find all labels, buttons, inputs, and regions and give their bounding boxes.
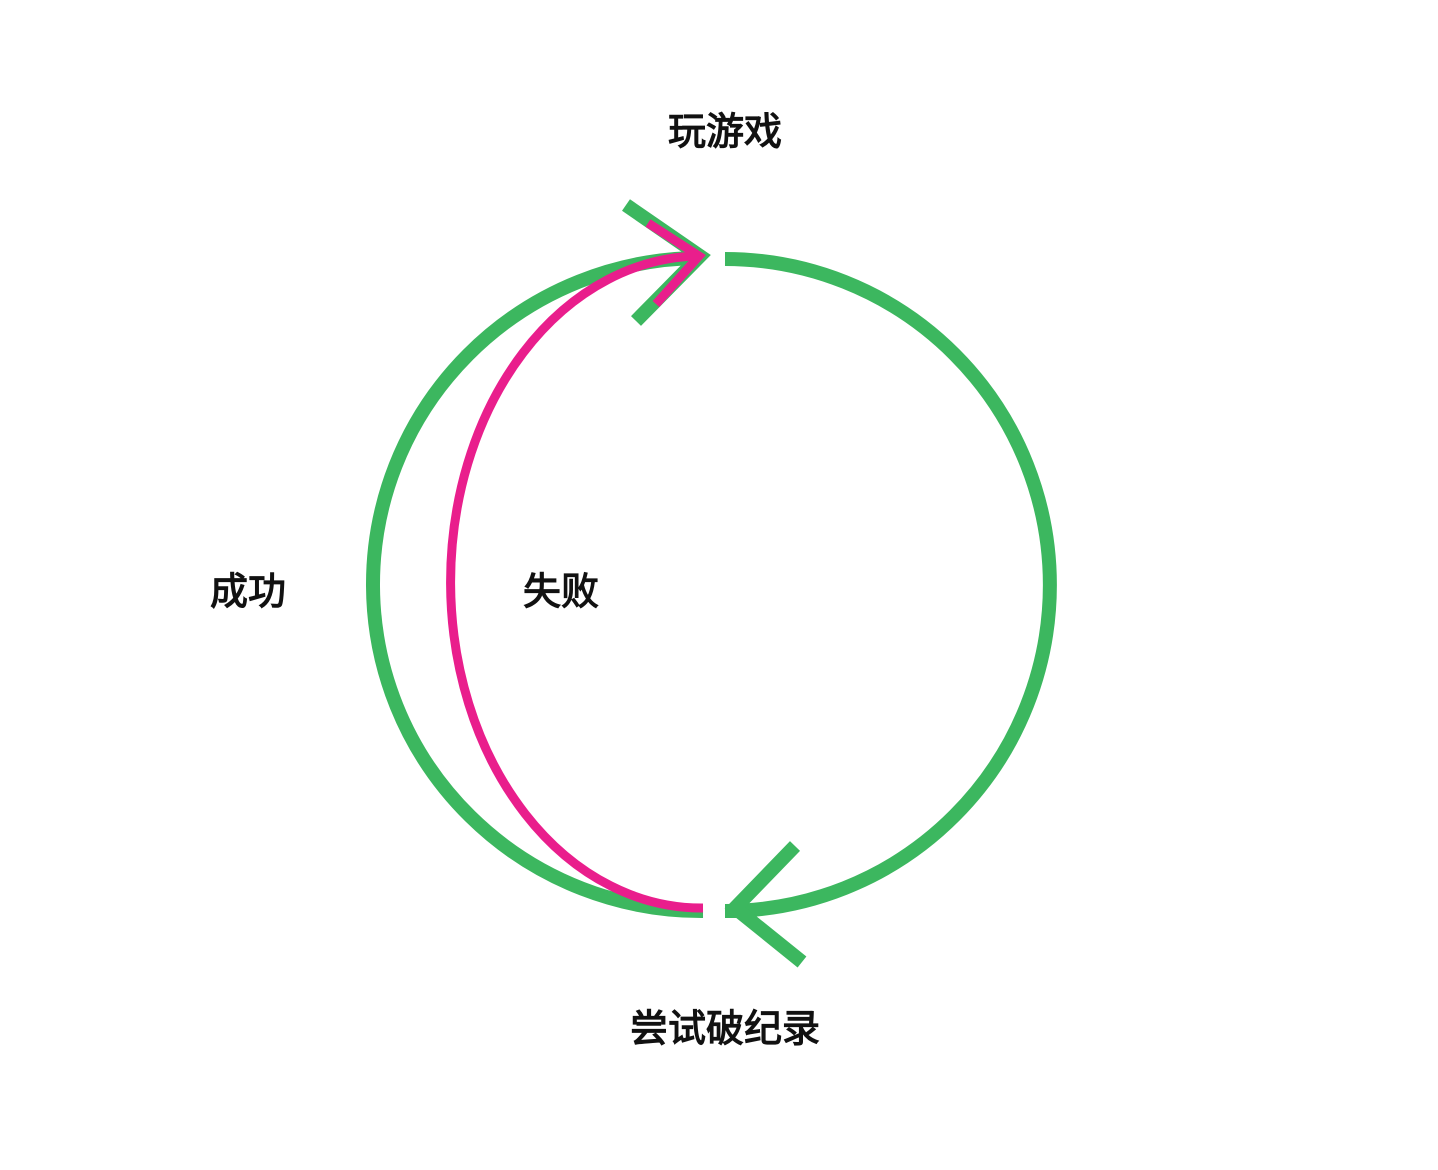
label-attempt-record: 尝试破纪录 xyxy=(629,1006,821,1051)
cycle-arc-right xyxy=(724,252,1057,918)
label-play-game: 玩游戏 xyxy=(667,109,783,154)
label-failure: 失败 xyxy=(522,569,600,614)
failure-arc xyxy=(446,251,704,913)
label-success: 成功 xyxy=(209,569,287,614)
failure-arrowhead xyxy=(645,219,706,308)
arrowhead-bottom xyxy=(724,841,807,968)
success-arc-left xyxy=(366,251,704,919)
